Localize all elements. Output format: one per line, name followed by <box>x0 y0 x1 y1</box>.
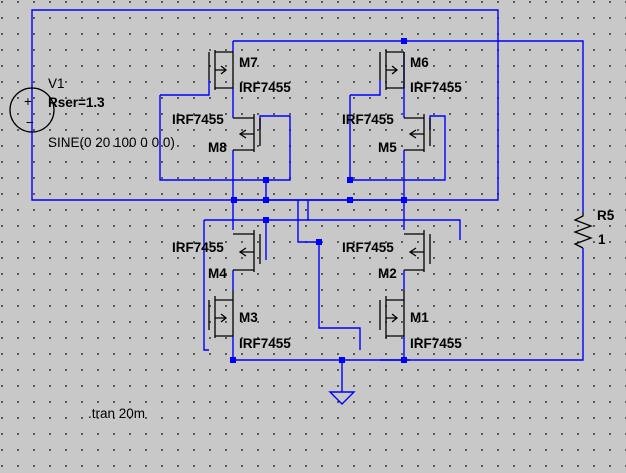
junction-dot <box>401 197 407 203</box>
wire <box>159 95 291 181</box>
junction-dot <box>401 38 407 44</box>
mosfet-model-label: IRF7455 <box>410 336 462 351</box>
resistor-r5[interactable]: R5 1 <box>573 208 615 249</box>
wire <box>31 9 499 201</box>
junction-dot <box>263 217 269 223</box>
junction-dot <box>263 197 269 203</box>
mosfet-labels: M7 IRF7455 M6 IRF7455 M8 IRF7455 M5 IRF7… <box>172 55 462 351</box>
spice-directive[interactable]: .tran 20m <box>88 406 145 421</box>
junction-dot <box>316 239 322 245</box>
mosfet-model-label: IRF7455 <box>342 240 394 255</box>
mosfet-ref-label: M5 <box>378 140 397 155</box>
junction-dot <box>230 357 236 363</box>
wire <box>318 242 361 350</box>
svg-text:−: − <box>26 115 34 130</box>
mosfet-model-label: IRF7455 <box>172 240 224 255</box>
mosfet-m3[interactable] <box>208 290 234 338</box>
mosfet-ref-label: M8 <box>208 140 227 155</box>
wire <box>232 40 584 212</box>
mosfet-ref-label: M3 <box>239 310 258 325</box>
wire <box>232 336 405 360</box>
mosfet-model-label: IRF7455 <box>239 80 291 95</box>
junction-dot <box>401 357 407 363</box>
wires <box>31 9 584 392</box>
mosfet-m1[interactable] <box>379 290 405 338</box>
junction-dot <box>231 197 237 203</box>
mosfet-ref-label: M4 <box>208 266 227 281</box>
wire <box>307 200 461 240</box>
mosfet-model-label: IRF7455 <box>342 112 394 127</box>
wire <box>233 248 584 361</box>
mosfet-m4[interactable] <box>233 230 261 272</box>
mosfet-ref-label: M7 <box>239 55 258 70</box>
source-rser-label: Rser=1.3 <box>48 95 105 110</box>
junction-dot <box>263 177 269 183</box>
junction-dot <box>339 357 345 363</box>
junctions <box>230 38 407 363</box>
mosfet-model-label: IRF7455 <box>410 80 462 95</box>
resistor-value-label: 1 <box>598 232 606 247</box>
wire <box>203 220 209 351</box>
mosfet-ref-label: M1 <box>410 310 429 325</box>
mosfet-model-label: IRF7455 <box>172 112 224 127</box>
mosfet-m5[interactable] <box>404 114 431 152</box>
wire <box>350 80 381 96</box>
mosfet-m7[interactable] <box>208 50 234 90</box>
junction-dot <box>347 197 353 203</box>
mosfet-model-label: IRF7455 <box>239 336 291 351</box>
mosfet-m6[interactable] <box>379 50 405 90</box>
svg-text:+: + <box>24 94 32 109</box>
wire <box>349 95 446 181</box>
source-waveform-label: SINE(0 20 100 0 0 0) <box>48 135 175 150</box>
source-ref-label: V1 <box>48 76 65 91</box>
mosfet-ref-label: M6 <box>410 55 429 70</box>
mosfet-ref-label: M2 <box>378 266 397 281</box>
voltage-source-v1[interactable]: + − V1 Rser=1.3 SINE(0 20 100 0 0 0) <box>9 76 175 150</box>
ground-icon[interactable] <box>328 391 356 405</box>
junction-dot <box>347 177 353 183</box>
mosfet-m8[interactable] <box>233 114 261 152</box>
resistor-ref-label: R5 <box>597 208 615 223</box>
wire <box>160 80 210 96</box>
wire <box>297 200 319 243</box>
mosfet-m2[interactable] <box>404 230 431 272</box>
